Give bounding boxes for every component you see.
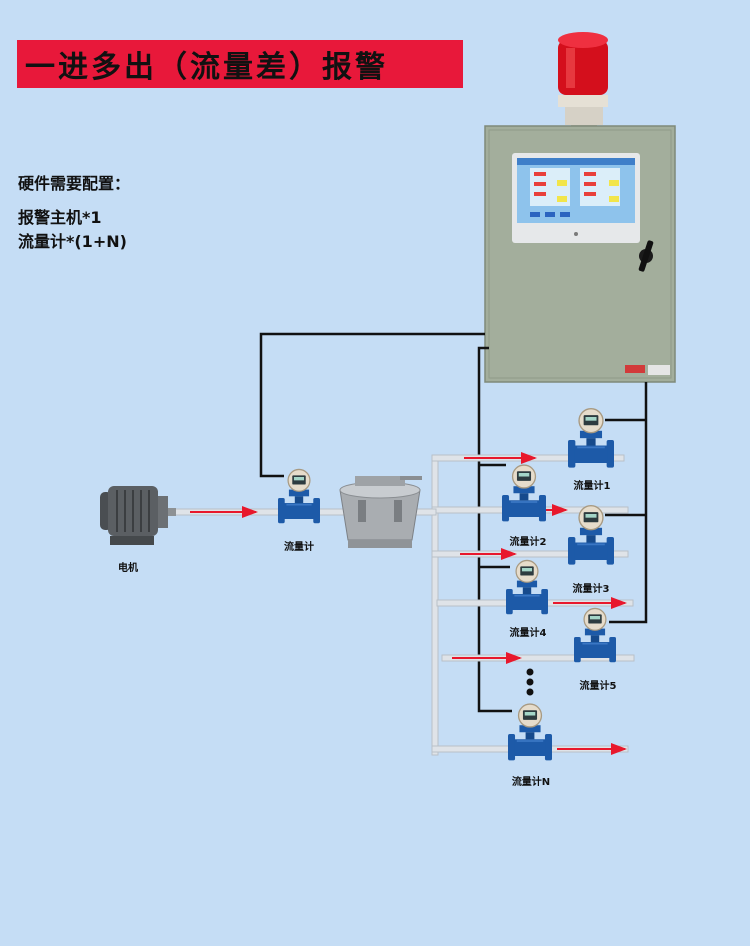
hardware-heading: 硬件需要配置： <box>18 174 131 193</box>
flowmeter-icon <box>574 607 616 664</box>
signal-wires <box>259 332 648 713</box>
hardware-item-flowmeters: 流量计*(1+N) <box>18 232 127 251</box>
flowmeter-5-label: 流量计5 <box>579 681 617 692</box>
page-title: 一进多出（流量差）报警 <box>17 40 463 88</box>
flowmeter-icon <box>278 468 320 525</box>
hardware-config: 硬件需要配置： 报警主机*1 流量计*(1+N) <box>18 172 130 254</box>
flowmeter-2-label: 流量计2 <box>509 537 547 548</box>
flowmeter-icon <box>502 464 546 523</box>
knob-icon <box>638 240 654 272</box>
hardware-item-alarm-host: 报警主机*1 <box>18 208 102 227</box>
flowmeter-main-label: 流量计 <box>284 542 314 553</box>
flowmeter-n-label: 流量计N <box>511 777 551 788</box>
alarm-light-icon <box>558 32 608 130</box>
tank-icon <box>339 476 422 548</box>
flowmeter-3-label: 流量计3 <box>572 584 610 595</box>
motor-icon <box>100 486 176 545</box>
flowmeter-1-label: 流量计1 <box>573 481 611 492</box>
motor-label: 电机 <box>118 563 138 574</box>
flow-arrows <box>190 452 627 755</box>
flowmeter-4-label: 流量计4 <box>509 628 547 639</box>
flowmeter-icon <box>506 559 548 616</box>
control-cabinet-icon <box>484 125 676 383</box>
flowmeter-icon <box>568 407 614 469</box>
ellipsis-dots-icon <box>526 668 534 696</box>
flowmeter-icon <box>508 703 552 762</box>
